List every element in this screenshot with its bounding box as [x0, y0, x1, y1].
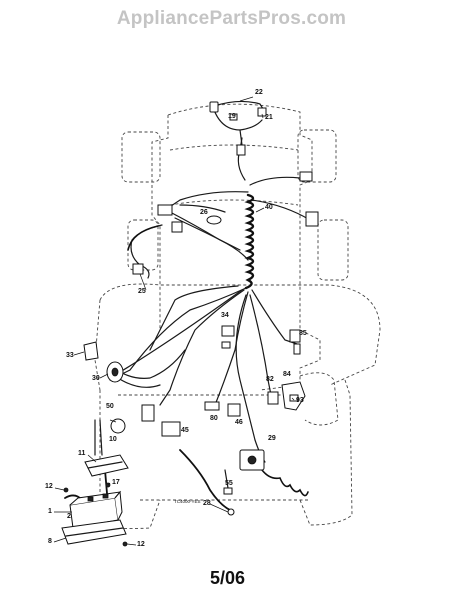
- callout-55: 55: [225, 480, 233, 487]
- switch-under-hood: [236, 144, 246, 156]
- connector-22: [209, 101, 219, 113]
- callout-29: 29: [268, 435, 276, 442]
- callout-1: 1: [48, 508, 52, 515]
- part-80: [204, 401, 220, 411]
- component-26: [206, 215, 222, 225]
- callout-46: 46: [235, 419, 243, 426]
- callout-28: 28: [203, 500, 211, 507]
- switch-82: [267, 391, 279, 405]
- callout-22: 22: [255, 89, 263, 96]
- callout-30: 30: [92, 375, 100, 382]
- callout-11: 11: [78, 450, 86, 457]
- callout-17: 17: [112, 479, 120, 486]
- callout-40: 40: [265, 204, 273, 211]
- module-45: [161, 421, 181, 437]
- part-55: [223, 487, 233, 495]
- relay-34: [221, 325, 235, 337]
- clip-33: [83, 341, 99, 361]
- callout-25: 25: [138, 288, 146, 295]
- callout-26: 26: [200, 209, 208, 216]
- callout-33: 33: [66, 352, 74, 359]
- date-code: 5/06: [210, 568, 246, 588]
- callout-19: 19: [228, 113, 236, 120]
- tractor-outline: [94, 103, 381, 530]
- coil-40: [244, 193, 255, 290]
- bracket-93: [289, 394, 299, 402]
- callout-12: 12: [45, 483, 53, 490]
- connector-25: [132, 263, 144, 275]
- callout-84: 84: [283, 371, 291, 378]
- callout-85: 85: [299, 330, 307, 337]
- callout-21: 21: [265, 114, 273, 121]
- fuse-block: [141, 404, 155, 422]
- main-harness: [64, 100, 313, 511]
- callout-layer: 1281112121017212219252628293033344045465…: [45, 89, 307, 548]
- callout-93: 93: [296, 397, 304, 404]
- callout-12: 12: [137, 541, 145, 548]
- callout-8: 8: [48, 538, 52, 545]
- callout-50: 50: [106, 403, 114, 410]
- part-46: [227, 403, 241, 417]
- leader-lines: [53, 96, 295, 546]
- connector-19: [229, 113, 238, 121]
- callout-34: 34: [221, 312, 229, 319]
- callout-45: 45: [181, 427, 189, 434]
- callout-82: 82: [266, 376, 274, 383]
- stamp-text: TC4000-YES: [174, 499, 201, 504]
- watermark: AppliancePartsPros.com: [116, 8, 347, 29]
- callout-2: 2: [67, 513, 71, 520]
- components: [61, 101, 339, 547]
- battery-bracket-11: [84, 454, 129, 477]
- terminal-28: [227, 508, 235, 516]
- part-50: [110, 418, 126, 434]
- callout-10: 10: [109, 436, 117, 443]
- switch-85: [289, 329, 301, 343]
- connector-21: [257, 107, 267, 117]
- callout-80: 80: [210, 415, 218, 422]
